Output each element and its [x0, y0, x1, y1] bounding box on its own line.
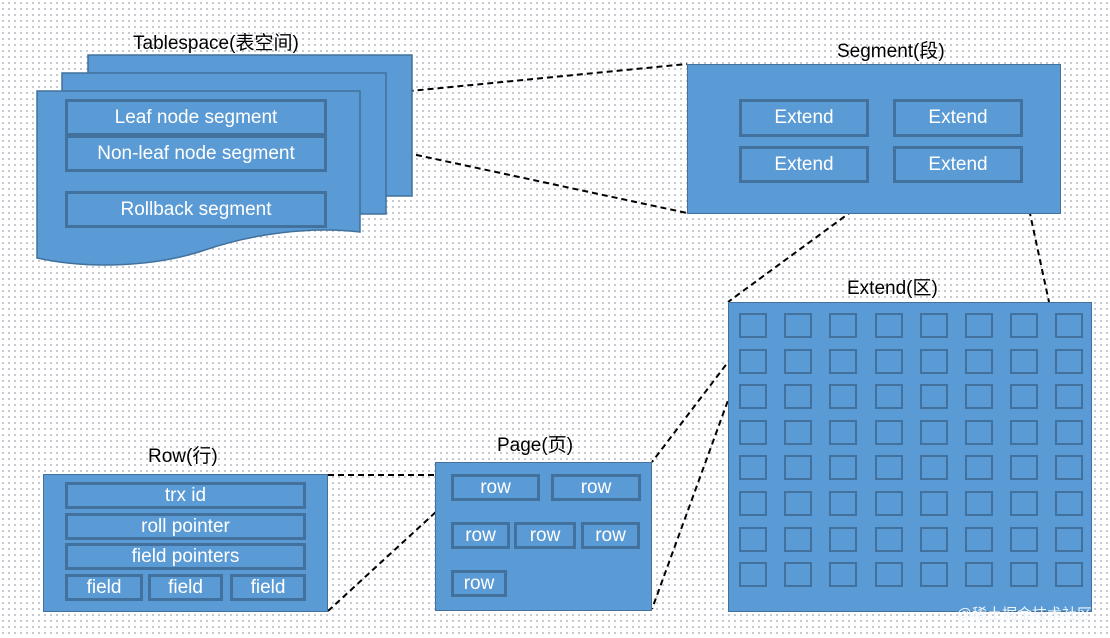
page-row-1: row [451, 474, 540, 501]
row-panel: trx id roll pointer field pointers field… [43, 474, 328, 612]
extent-page-cell [1055, 491, 1083, 516]
row-trx-id: trx id [65, 482, 306, 509]
page-title: Page(页) [497, 435, 574, 456]
extent-page-cell [920, 420, 948, 445]
extent-page-cell [875, 313, 903, 338]
extent-page-cell [965, 349, 993, 374]
extent-page-cell [920, 384, 948, 409]
extent-panel [728, 302, 1092, 612]
extent-page-cell [739, 313, 767, 338]
extent-page-cell [829, 384, 857, 409]
extent-page-cell [1055, 349, 1083, 374]
extent-page-cell [739, 491, 767, 516]
extent-page-cell [1055, 527, 1083, 552]
extent-page-cell [739, 455, 767, 480]
connector-square-to-page-bottom [651, 372, 739, 610]
extent-page-cell [920, 562, 948, 587]
extent-page-cell [829, 420, 857, 445]
extent-page-cell [875, 562, 903, 587]
extent-page-cell [739, 562, 767, 587]
extent-page-cell [739, 384, 767, 409]
extent-page-cell [875, 384, 903, 409]
extent-page-cell [829, 349, 857, 374]
extent-page-cell [829, 313, 857, 338]
segment-title: Segment(段) [837, 41, 945, 62]
extent-page-cell [829, 562, 857, 587]
extent-page-cell [920, 527, 948, 552]
extent-page-cell [875, 455, 903, 480]
extent-page-cell [784, 527, 812, 552]
extent-page-cell [920, 313, 948, 338]
extent-page-cell [965, 527, 993, 552]
segment-extend-4: Extend [893, 146, 1023, 183]
segment-extend-3: Extend [739, 146, 869, 183]
extent-page-cell [965, 420, 993, 445]
extent-page-cell [1055, 384, 1083, 409]
extent-page-cell [965, 455, 993, 480]
extent-page-cell [829, 455, 857, 480]
extent-page-cell [1010, 562, 1038, 587]
extent-page-cell [784, 384, 812, 409]
leaf-node-segment: Leaf node segment [65, 99, 327, 136]
extent-page-cell [1010, 384, 1038, 409]
page-row-4: row [514, 522, 576, 549]
extent-page-cell [739, 349, 767, 374]
segment-panel: Extend Extend Extend Extend [687, 64, 1061, 214]
extent-page-cell [1055, 420, 1083, 445]
extent-page-cell [875, 527, 903, 552]
extent-page-cell [784, 313, 812, 338]
non-leaf-node-segment: Non-leaf node segment [65, 135, 327, 172]
extent-page-cell [1010, 491, 1038, 516]
extent-page-cell [784, 562, 812, 587]
extent-page-cell [875, 349, 903, 374]
extent-page-cell [965, 491, 993, 516]
extent-page-cell [784, 491, 812, 516]
extent-page-cell [920, 349, 948, 374]
extent-page-cell [1055, 562, 1083, 587]
extent-page-cell [875, 420, 903, 445]
extent-page-cell [920, 455, 948, 480]
extent-page-cell [739, 420, 767, 445]
extent-page-cell [920, 491, 948, 516]
tablespace-title: Tablespace(表空间) [133, 33, 299, 54]
extent-page-cell [739, 527, 767, 552]
row-title: Row(行) [148, 446, 218, 467]
extent-page-cell [965, 384, 993, 409]
extent-page-cell [829, 527, 857, 552]
page-row-2: row [551, 474, 641, 501]
row-field-2: field [148, 574, 223, 601]
extent-page-cell [1010, 455, 1038, 480]
watermark: @稀土掘金技术社区 [956, 606, 1092, 623]
extent-page-cell [1010, 527, 1038, 552]
extent-title: Extend(区) [847, 278, 938, 299]
extent-page-cell [784, 455, 812, 480]
extent-page-cell [875, 491, 903, 516]
row-roll-pointer: roll pointer [65, 513, 306, 540]
row-field-1: field [65, 574, 143, 601]
extent-page-cell [784, 349, 812, 374]
page-row-5: row [581, 522, 640, 549]
extent-page-cell [965, 562, 993, 587]
extent-page-cell [965, 313, 993, 338]
segment-extend-1: Extend [739, 99, 869, 137]
extent-page-cell [784, 420, 812, 445]
connector-square-to-page-top [651, 348, 739, 463]
extent-page-cell [1010, 313, 1038, 338]
row-field-pointers: field pointers [65, 543, 306, 570]
page-panel: row row row row row row [435, 462, 652, 611]
extent-page-cell [829, 491, 857, 516]
extent-page-cell [1010, 349, 1038, 374]
connector-row-to-rowdata-bottom [327, 498, 451, 612]
page-row-6: row [451, 570, 507, 597]
row-field-3: field [230, 574, 306, 601]
extent-page-cell [1055, 455, 1083, 480]
extent-page-cell [1010, 420, 1038, 445]
segment-extend-2: Extend [893, 99, 1023, 137]
rollback-segment: Rollback segment [65, 191, 327, 228]
extent-page-cell [1055, 313, 1083, 338]
page-row-3: row [451, 522, 510, 549]
